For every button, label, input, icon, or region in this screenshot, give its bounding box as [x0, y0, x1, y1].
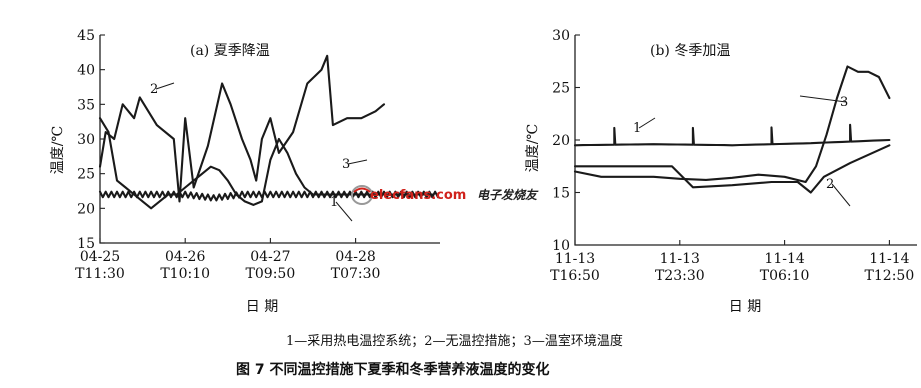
panel-b-xtick-time: T16:50	[550, 268, 600, 284]
panel-a-xtick-date: 04-26	[165, 249, 205, 265]
panel-a-ytick-label: 30	[77, 132, 95, 148]
panel-b-ytick-label: 15	[552, 186, 570, 202]
panel-a-series-2-leader	[155, 82, 175, 90]
panel-a-series-1-leader	[335, 201, 353, 222]
panel-b-ytick-label: 30	[552, 28, 570, 44]
panel-b-chart: (b) 冬季加温 温度/℃ 日 期 101520253011-13T16:501…	[525, 28, 917, 315]
panel-a-series-1	[98, 190, 440, 202]
panel-a-ytick-label: 20	[77, 201, 95, 217]
panel-b-series-1-leader	[638, 117, 656, 129]
panel-a-ytick-label: 15	[77, 236, 95, 252]
panel-a-xlabel: 日 期	[246, 299, 278, 315]
panel-b-xtick-time: T06:10	[760, 268, 810, 284]
panel-a-xtick-date: 04-27	[250, 249, 290, 265]
panel-a-xtick-date: 04-25	[80, 249, 120, 265]
panel-a-series-2-label: 2	[150, 82, 158, 97]
panel-b-series-1-label: 1	[633, 121, 641, 136]
panel-a-ytick-label: 40	[77, 63, 95, 79]
panel-a-xtick-time: T07:30	[331, 266, 381, 282]
panel-a-series-3-leader	[347, 159, 368, 165]
panel-a-xtick-date: 04-28	[335, 249, 375, 265]
watermark: elecfans.com 电子发烧友	[351, 185, 539, 205]
panel-a-ylabel: 温度/℃	[50, 126, 66, 174]
panel-b-xtick-date: 11-13	[555, 251, 595, 267]
legend-explanation: 1—采用热电温控系统；2—无温控措施；3—温室环境温度	[286, 333, 623, 349]
panel-a-series-3-label: 3	[342, 157, 350, 172]
panel-a-title: (a) 夏季降温	[190, 43, 270, 59]
panel-a-series-2	[98, 54, 386, 203]
panel-b-ytick-label: 25	[552, 81, 570, 97]
panel-b-series-3	[573, 65, 891, 184]
panel-b-xtick-date: 11-14	[869, 251, 909, 267]
panel-b-series-2	[573, 144, 891, 194]
panel-b-title: (b) 冬季加温	[650, 43, 730, 59]
panel-a-ytick-label: 35	[77, 97, 95, 113]
panel-a-ytick-label: 45	[77, 28, 95, 44]
panel-a-xtick-time: T09:50	[246, 266, 296, 282]
panel-b-xtick-time: T12:50	[865, 268, 915, 284]
panel-a-axes	[99, 35, 440, 244]
panel-b-series-3-leader	[799, 95, 847, 103]
panel-b-xlabel: 日 期	[729, 299, 761, 315]
panel-b-series-3-label: 3	[840, 95, 848, 110]
panel-b-ylabel: 温度/℃	[525, 124, 541, 172]
panel-b-ytick-label: 10	[552, 238, 570, 254]
panel-b-xtick-time: T23:30	[655, 268, 705, 284]
figure-caption: 图 7 不同温控措施下夏季和冬季营养液温度的变化	[236, 361, 550, 378]
panel-b-series-2-leader	[831, 183, 851, 207]
panel-a-series-3	[98, 117, 434, 210]
panel-b-series-1	[573, 123, 891, 147]
panel-a-chart: (a) 夏季降温 温度/℃ 日 期 15 20 25 30 35 40 45 04-25T11…	[50, 28, 440, 315]
panel-a-ytick-label: 25	[77, 167, 95, 183]
panel-a-xtick-time: T10:10	[160, 266, 210, 282]
panel-b-xtick-date: 11-14	[764, 251, 804, 267]
panel-b-ytick-label: 20	[552, 133, 570, 149]
panel-a-xtick-time: T11:30	[75, 266, 125, 282]
panel-a-series-1-label: 1	[330, 195, 338, 210]
watermark-logo	[351, 185, 373, 205]
panel-b-xtick-date: 11-13	[660, 251, 700, 267]
panel-b-series-2-label: 2	[826, 177, 834, 192]
watermark-site: elecfans.com	[370, 188, 466, 203]
watermark-name: 电子发烧友	[477, 188, 539, 202]
